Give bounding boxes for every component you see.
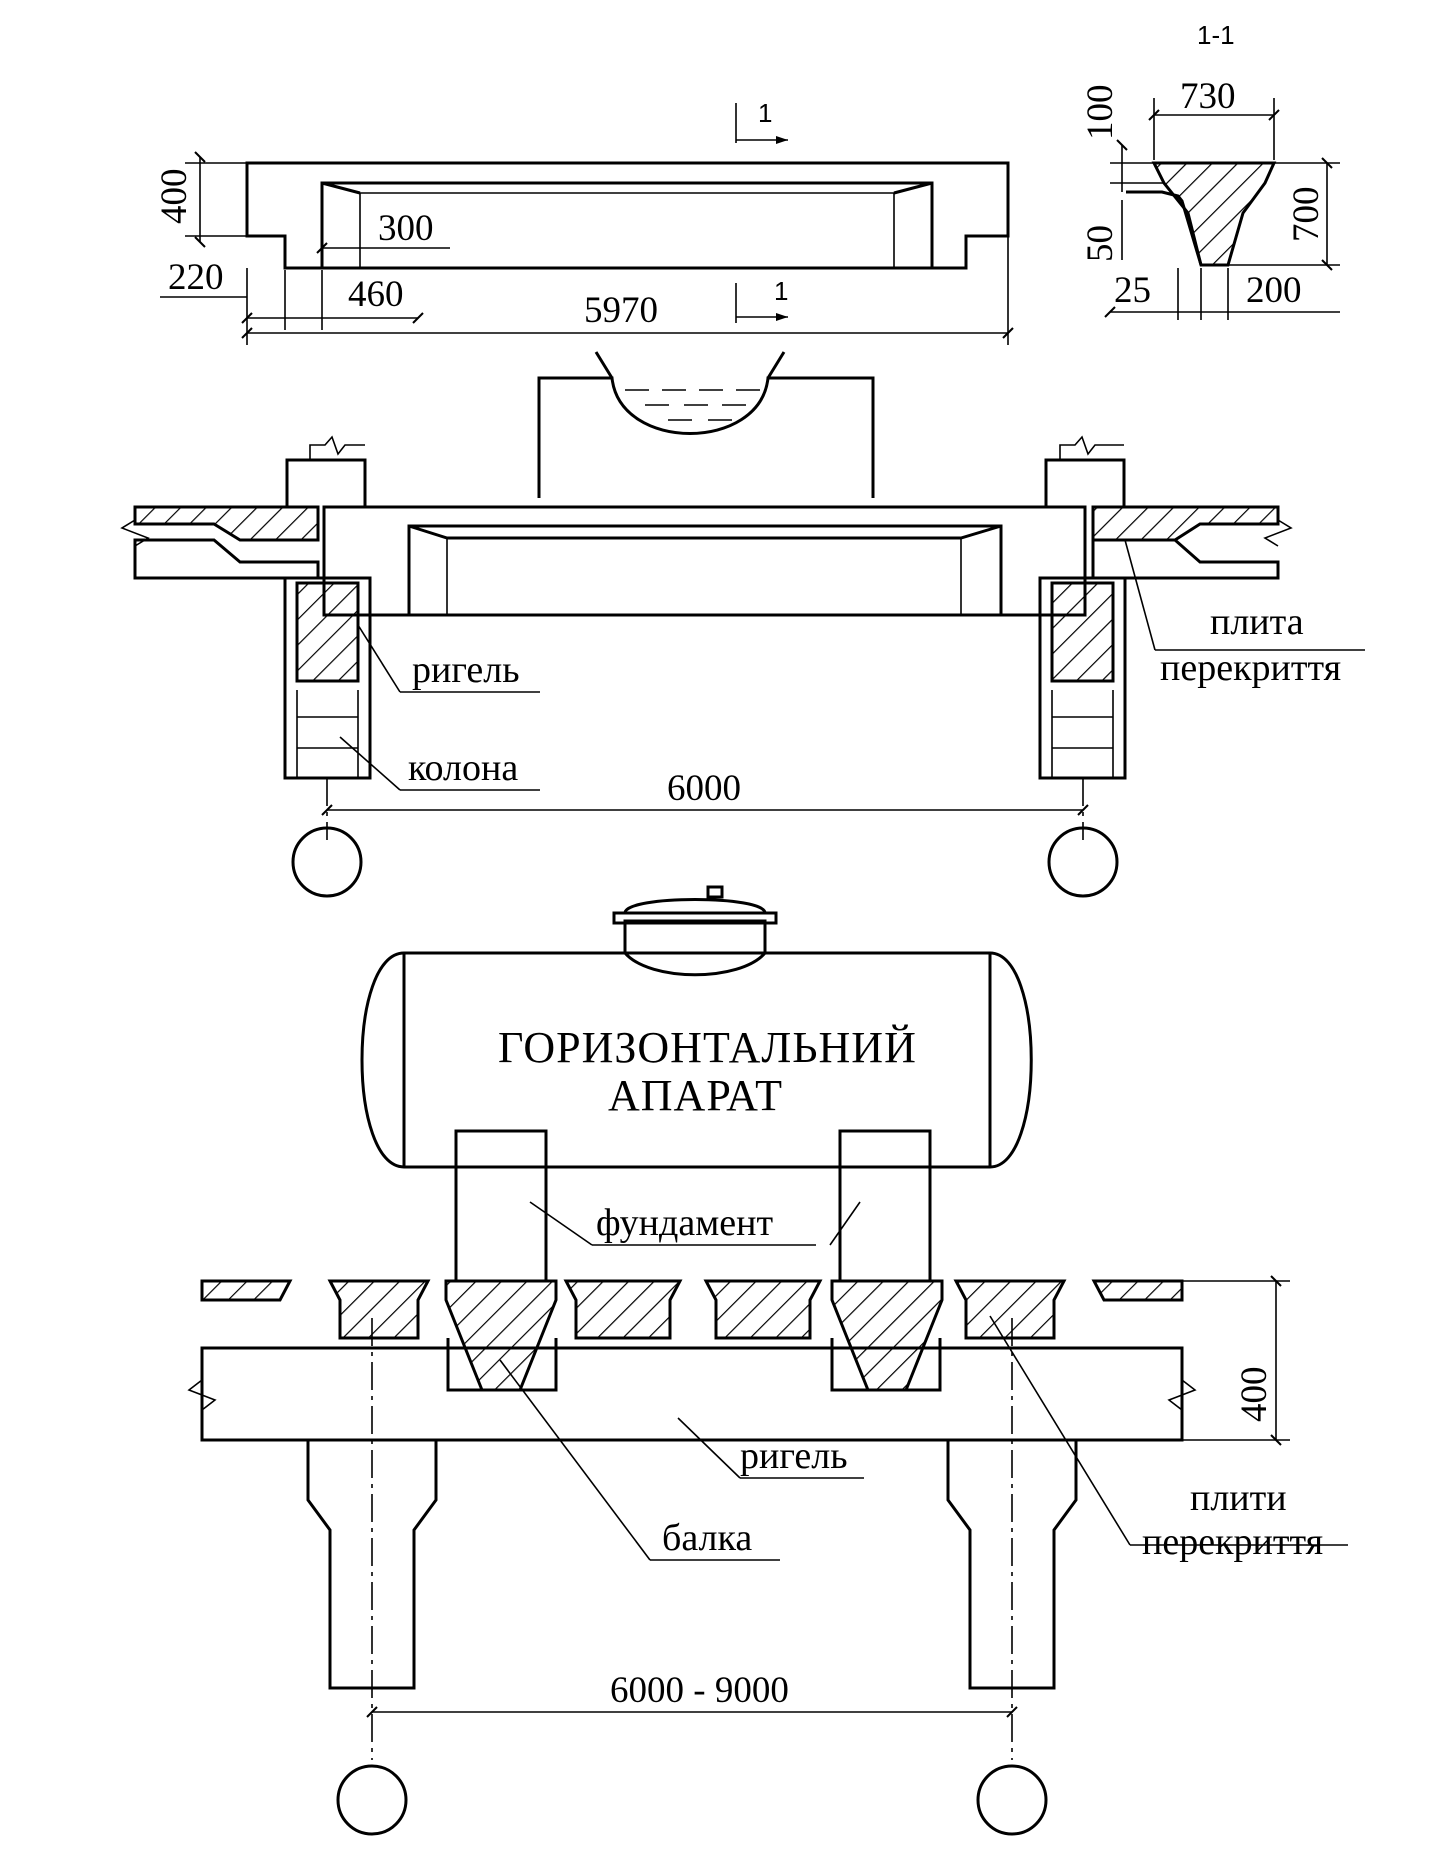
section-mark-bottom: 1 bbox=[774, 276, 788, 306]
vessel-label-2: АПАРАТ bbox=[608, 1071, 783, 1120]
dim-50: 50 bbox=[1080, 225, 1121, 262]
beam-elevation: 1 1 400 220 300 460 5970 bbox=[154, 98, 1014, 345]
dim-5970: 5970 bbox=[584, 290, 658, 331]
label-slab-upper-2: перекриття bbox=[1160, 647, 1341, 689]
dim-100: 100 bbox=[1080, 85, 1121, 141]
upper-assembly: плита перекриття ригель колона 6000 bbox=[120, 351, 1365, 898]
vessel-label-1: ГОРИЗОНТАЛЬНИЙ bbox=[498, 1023, 917, 1072]
dim-6000-upper: 6000 bbox=[667, 768, 741, 809]
label-girder-upper: ригель bbox=[412, 649, 520, 691]
dim-700: 700 bbox=[1286, 187, 1327, 243]
dim-400-elevation: 400 bbox=[154, 169, 195, 225]
dim-220: 220 bbox=[168, 257, 224, 298]
lower-assembly: ГОРИЗОНТАЛЬНИЙ АПАРАТ фундамент 400 риге… bbox=[187, 885, 1348, 1836]
section-mark-top: 1 bbox=[758, 98, 772, 128]
label-slab-upper-1: плита bbox=[1210, 601, 1304, 643]
dim-730: 730 bbox=[1180, 76, 1236, 117]
dim-6000-9000: 6000 - 9000 bbox=[610, 1670, 789, 1711]
dim-400-lower: 400 bbox=[1234, 1367, 1275, 1423]
label-column-upper: колона bbox=[408, 747, 518, 789]
section-title: 1-1 bbox=[1197, 20, 1235, 50]
label-beam: балка bbox=[662, 1517, 752, 1559]
label-girder-lower: ригель bbox=[740, 1435, 848, 1477]
dim-200: 200 bbox=[1246, 270, 1302, 311]
dim-460: 460 bbox=[348, 274, 404, 315]
label-foundation: фундамент bbox=[596, 1202, 773, 1244]
label-slabs-lower-1: плити bbox=[1190, 1477, 1287, 1519]
label-slabs-lower-2: перекриття bbox=[1142, 1521, 1323, 1563]
dim-25: 25 bbox=[1114, 270, 1151, 311]
beam-section: 730 100 700 50 25 200 bbox=[1080, 76, 1340, 320]
dim-300: 300 bbox=[378, 208, 434, 249]
